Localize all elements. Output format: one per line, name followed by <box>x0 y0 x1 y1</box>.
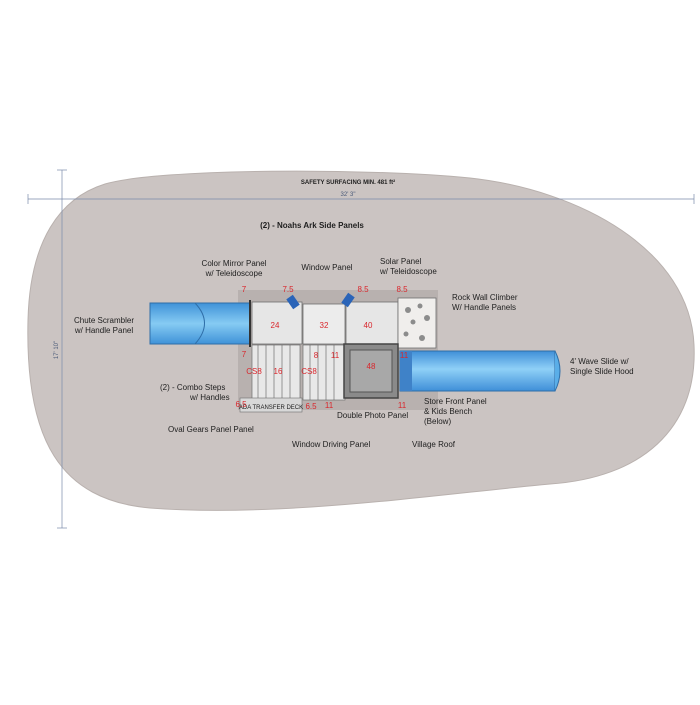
combo-steps-label-2: w/ Handles <box>189 393 230 402</box>
store-front-label-1: Store Front Panel <box>424 397 487 406</box>
store-front-label-2: & Kids Bench <box>424 407 472 416</box>
solar-panel-label-2: w/ Teleidoscope <box>379 267 437 276</box>
upper-deck <box>251 297 437 349</box>
wave-slide-label-2: Single Slide Hood <box>570 367 634 376</box>
combo-step-cs8-b: CS8 <box>301 367 317 376</box>
chute-scrambler <box>149 300 251 347</box>
rock-wall-holds <box>403 303 430 341</box>
width-dimension-label: 32' 3" <box>341 192 356 198</box>
deck-height-48: 48 <box>367 362 376 371</box>
deck-height-8-5-a: 8.5 <box>357 285 369 294</box>
deck-height-6-5-b: 6.5 <box>305 402 317 411</box>
ada-deck-label: ADA TRANSFER DECK <box>239 405 303 411</box>
village-roof-label: Village Roof <box>412 440 456 449</box>
combo-steps <box>251 344 346 406</box>
deck-height-6-5-a: 6.5 <box>235 400 247 409</box>
deck-height-32: 32 <box>320 321 329 330</box>
chute-scrambler-label-1: Chute Scrambler <box>74 316 134 325</box>
ada-transfer-deck <box>239 397 303 413</box>
deck-height-11-c: 11 <box>325 401 334 410</box>
chute-scrambler-label-2: w/ Handle Panel <box>74 326 133 335</box>
height-dimension-label: 17' 10" <box>54 341 60 359</box>
deck-height-7-5: 7.5 <box>282 285 294 294</box>
deck-height-7-a: 7 <box>242 285 247 294</box>
deck-height-8-5-b: 8.5 <box>396 285 408 294</box>
deck-height-40: 40 <box>364 321 373 330</box>
deck-height-7-b: 7 <box>242 350 247 359</box>
window-driving-label: Window Driving Panel <box>292 440 370 449</box>
teleidoscope-left <box>286 294 300 310</box>
wave-slide-label-1: 4' Wave Slide w/ <box>570 357 629 366</box>
solar-panel-label-1: Solar Panel <box>380 257 422 266</box>
deck-height-11-b: 11 <box>400 351 409 360</box>
oval-gears-label: Oval Gears Panel Panel <box>168 425 254 434</box>
store-front-label-3: (Below) <box>424 417 451 426</box>
deck-height-16: 16 <box>274 367 283 376</box>
height-dimension <box>57 169 67 529</box>
combo-steps-label-1: (2) - Combo Steps <box>160 383 225 392</box>
wave-slide <box>399 350 561 392</box>
village-roof <box>343 343 399 399</box>
width-dimension <box>27 194 695 204</box>
deck-height-24: 24 <box>271 321 280 330</box>
combo-step-cs8-a: CS8 <box>246 367 262 376</box>
surfacing-label: SAFETY SURFACING MIN. 481 ft² <box>301 179 395 186</box>
color-mirror-label-2: w/ Teleidoscope <box>205 269 263 278</box>
double-photo-label: Double Photo Panel <box>337 411 408 420</box>
deck-height-11-d: 11 <box>398 401 407 410</box>
color-mirror-label-1: Color Mirror Panel <box>202 259 267 268</box>
rock-wall-label-2: W/ Handle Panels <box>452 303 516 312</box>
teleidoscope-right <box>341 292 355 308</box>
deck-height-11-a: 11 <box>331 351 340 360</box>
window-panel-label: Window Panel <box>301 263 352 272</box>
rock-wall-label-1: Rock Wall Climber <box>452 293 518 302</box>
noahs-ark-label: (2) - Noahs Ark Side Panels <box>260 221 364 230</box>
deck-height-8: 8 <box>314 351 319 360</box>
